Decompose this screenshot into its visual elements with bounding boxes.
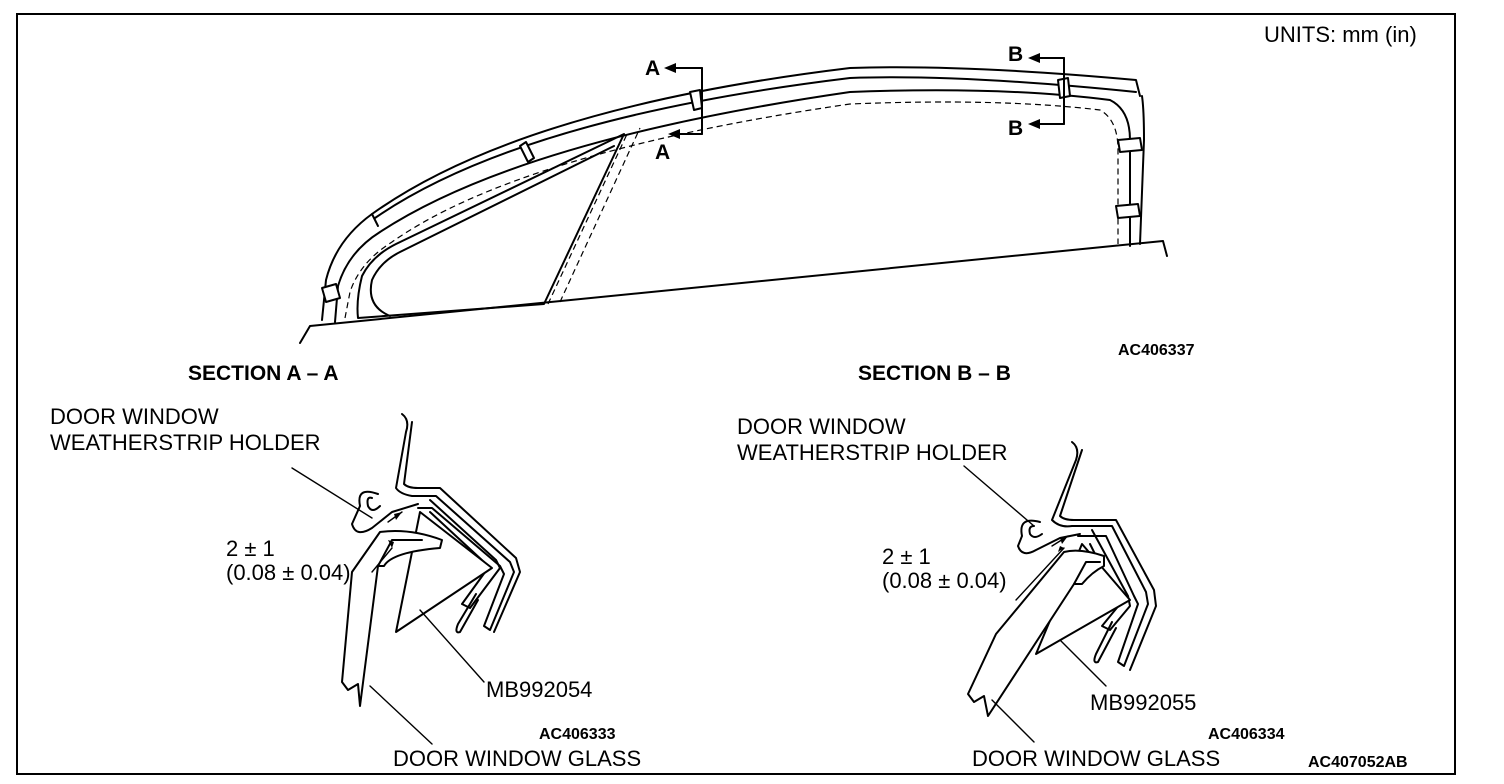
section-a-holder-label-line2: WEATHERSTRIP HOLDER bbox=[50, 430, 321, 455]
section-a-figure-code: AC406333 bbox=[539, 726, 616, 743]
section-b-arrow-bottom-label: B bbox=[1008, 117, 1024, 140]
figure-frame bbox=[16, 13, 1456, 775]
section-a-title: SECTION A – A bbox=[188, 362, 339, 385]
overview-figure-code: AC406337 bbox=[1118, 342, 1195, 359]
units-label: UNITS: mm (in) bbox=[1264, 22, 1417, 47]
section-b-arrow-top-label: B bbox=[1008, 43, 1024, 66]
sheet-code: AC407052AB bbox=[1308, 754, 1408, 771]
section-b-tool-label: MB992055 bbox=[1090, 690, 1197, 715]
section-a-dimension-line1: 2 ± 1 bbox=[226, 536, 275, 561]
section-a-drawing bbox=[291, 413, 521, 745]
section-b-dimension-line1: 2 ± 1 bbox=[882, 544, 931, 569]
section-a-dimension-line2: (0.08 ± 0.04) bbox=[226, 560, 351, 585]
section-b-holder-label-line2: WEATHERSTRIP HOLDER bbox=[737, 440, 1008, 465]
section-a-glass-label: DOOR WINDOW GLASS bbox=[393, 746, 642, 771]
section-b-holder-label-line1: DOOR WINDOW bbox=[737, 414, 906, 439]
section-a-holder-label-line1: DOOR WINDOW bbox=[50, 404, 219, 429]
door-frame-overview bbox=[299, 53, 1168, 344]
section-a-tool-label: MB992054 bbox=[486, 677, 593, 702]
section-a-arrow-top-label: A bbox=[645, 57, 661, 80]
section-b-glass-label: DOOR WINDOW GLASS bbox=[972, 746, 1221, 771]
section-b-title: SECTION B – B bbox=[858, 362, 1011, 385]
section-b-figure-code: AC406334 bbox=[1208, 726, 1285, 743]
section-b-drawing bbox=[963, 441, 1157, 743]
section-b-dimension-line2: (0.08 ± 0.04) bbox=[882, 568, 1007, 593]
section-a-arrow-bottom-label: A bbox=[655, 141, 671, 164]
